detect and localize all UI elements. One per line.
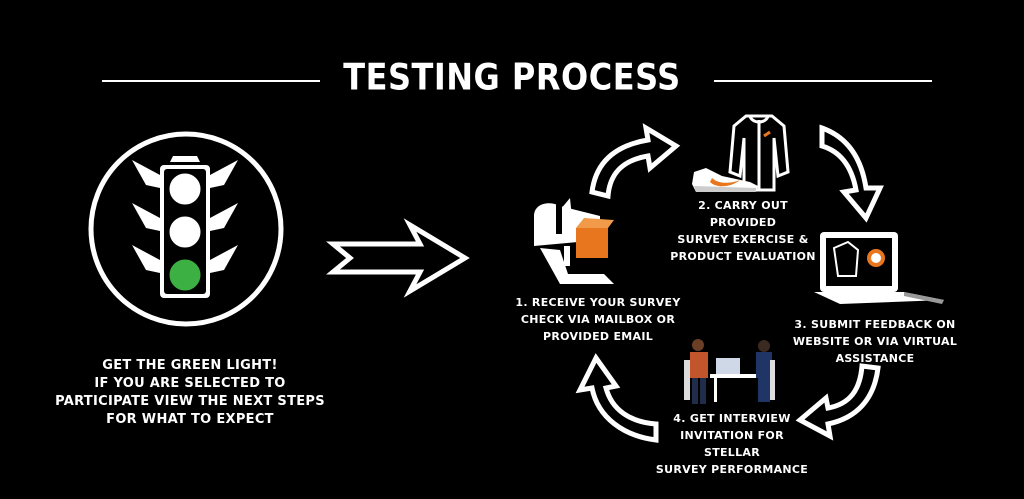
intro-line: PARTICIPATE VIEW THE NEXT STEPS (55, 394, 325, 409)
step-line: WEBSITE OR VIA VIRTUAL (792, 335, 958, 348)
intro-line: IF YOU ARE SELECTED TO (94, 376, 286, 391)
step-line: 2. CARRY OUT PROVIDED (698, 199, 788, 229)
intro-line: FOR WHAT TO EXPECT (106, 412, 274, 427)
step-1-text: 1. RECEIVE YOUR SURVEY CHECK VIA MAILBOX… (514, 294, 682, 345)
cycle-arrow-1 (589, 123, 681, 200)
jacket-icon (728, 114, 790, 192)
cycle-arrow-4 (575, 353, 659, 443)
laptop-icon (814, 232, 944, 304)
step-line: SURVEY PERFORMANCE (655, 463, 809, 476)
traffic-light-icon (88, 131, 284, 327)
interview-icon (684, 339, 775, 404)
step-line: 1. RECEIVE YOUR SURVEY (515, 296, 681, 309)
cycle-arrow-3 (795, 363, 881, 441)
step-line: 4. GET INTERVIEW (673, 412, 791, 425)
step-line: ASSISTANCE (835, 352, 915, 365)
sneaker-icon (692, 168, 758, 192)
page-title: TESTING PROCESS (343, 55, 681, 99)
intro-line: GET THE GREEN LIGHT! (102, 358, 278, 373)
cycle-arrow-2 (819, 124, 884, 223)
title-rule-right (714, 80, 932, 82)
step-3-text: 3. SUBMIT FEEDBACK ON WEBSITE OR VIA VIR… (790, 316, 960, 367)
intro-text: GET THE GREEN LIGHT! IF YOU ARE SELECTED… (50, 357, 330, 429)
step-2-text: 2. CARRY OUT PROVIDED SURVEY EXERCISE & … (668, 197, 818, 265)
step-line: 3. SUBMIT FEEDBACK ON (794, 318, 956, 331)
next-arrow-icon (326, 218, 470, 298)
step-4-text: 4. GET INTERVIEW INVITATION FOR STELLAR … (652, 410, 812, 478)
step-line: PROVIDED EMAIL (542, 330, 654, 343)
step-line: INVITATION FOR STELLAR (680, 429, 784, 459)
step-line: CHECK VIA MAILBOX OR (520, 313, 676, 326)
step-line: SURVEY EXERCISE & (677, 233, 809, 246)
step-line: PRODUCT EVALUATION (670, 250, 816, 263)
title-rule-left (102, 80, 320, 82)
mailbox-icon (534, 198, 614, 284)
